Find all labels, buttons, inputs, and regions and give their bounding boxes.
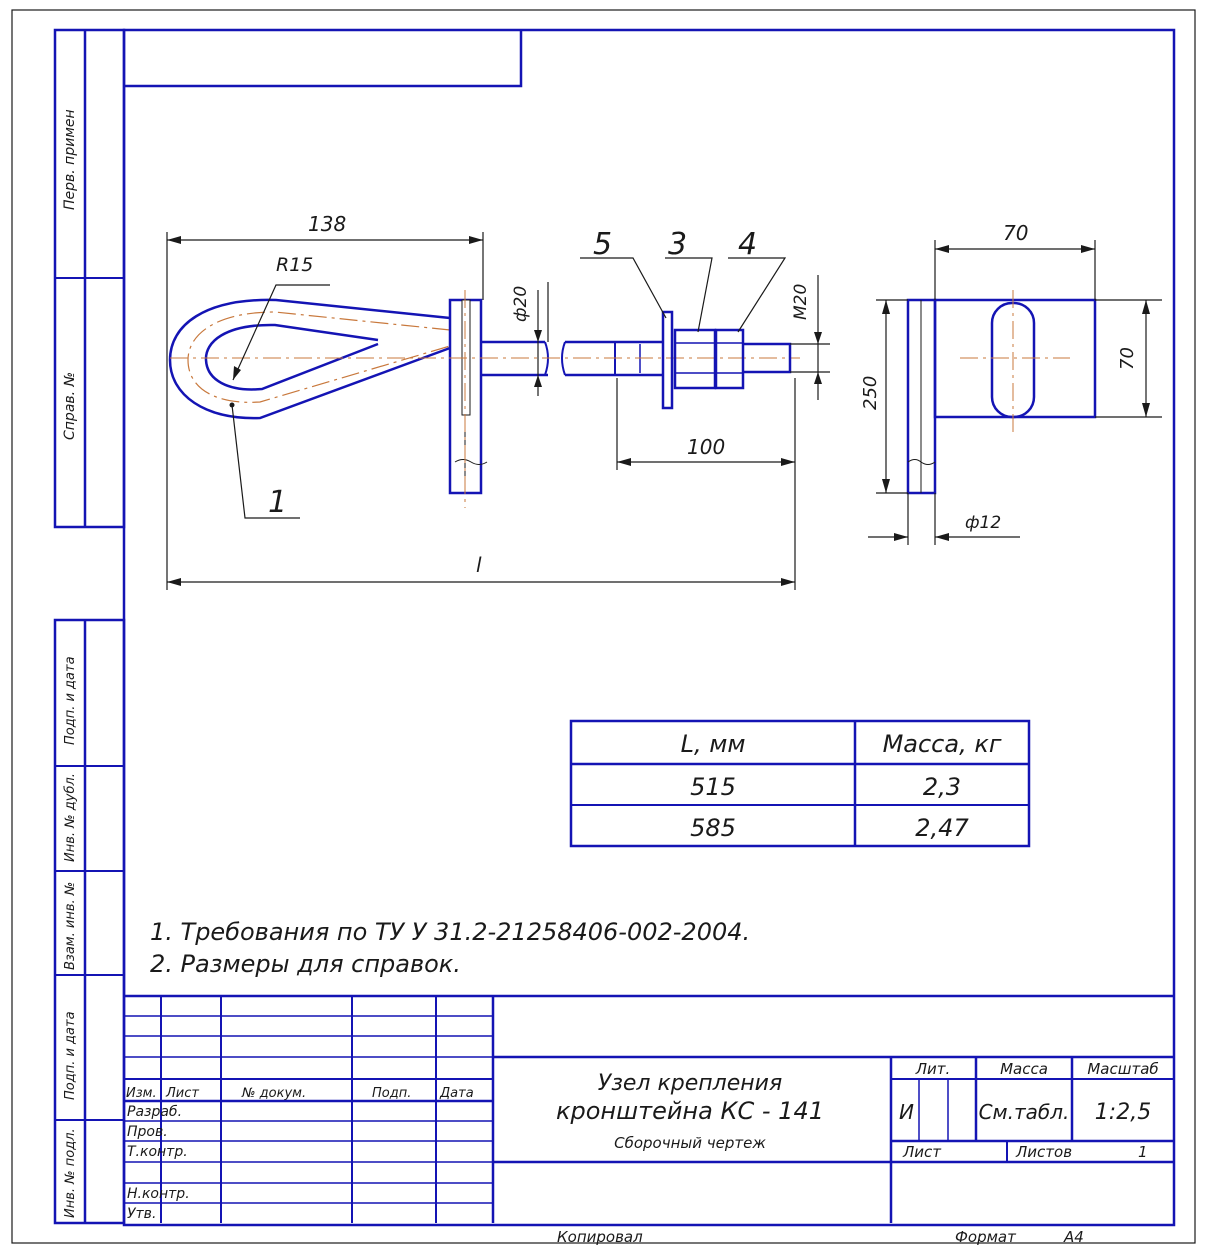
leader-1-label: 1 (268, 485, 287, 520)
rod (481, 340, 548, 377)
dim-70-side-label: 70 (1117, 347, 1138, 370)
eye-inner-contour (204, 323, 379, 391)
tb-lit-value: И (899, 1100, 914, 1124)
drawing-title-line1: Узел крепления (598, 1071, 782, 1096)
side-label-perv: Перв. примен (62, 109, 78, 210)
tb-lit-header: Лит. (915, 1060, 951, 1078)
dim-phi20-label: ф20 (511, 286, 531, 322)
mass-table-cell: 2,3 (923, 773, 961, 801)
dim-250-label: 250 (860, 376, 881, 410)
mass-table-header-mass: Масса, кг (883, 730, 1002, 758)
eye-bolt-view: 138 R15 ф20 M20 100 l 1 5 (166, 212, 830, 590)
nut-3 (673, 328, 717, 390)
dim-100-label: 100 (687, 435, 725, 459)
outer-frame (11, 9, 1196, 1244)
tb-col-list: Лист (165, 1086, 199, 1101)
mass-table-cell: 585 (690, 814, 736, 842)
leader-5-label: 5 (593, 227, 612, 262)
tb-sheet-label: Лист (902, 1143, 942, 1161)
side-label-sprav: Справ. № (62, 372, 78, 440)
tb-col-izm: Изм. (126, 1086, 157, 1101)
leader-3-label: 3 (668, 227, 687, 262)
tb-mass-value: См.табл. (979, 1100, 1070, 1124)
dim-70-top-label: 70 (1003, 221, 1028, 245)
side-label-inv-podl: Инв. № подл. (63, 1128, 78, 1218)
eye-outer-contour (168, 298, 451, 420)
dim-138-label: 138 (308, 212, 346, 236)
washer-5 (661, 310, 674, 410)
tb-col-docnum: № докум. (241, 1086, 306, 1101)
footer-format-value: А4 (1063, 1228, 1084, 1246)
plate-views: 70 70 250 ф12 (860, 221, 1162, 545)
dim-l-label: l (476, 553, 482, 577)
tb-sheets-label: Листов (1015, 1143, 1072, 1161)
footer-copied: Копировал (557, 1228, 643, 1246)
tb-col-data: Дата (439, 1086, 474, 1101)
title-block: Изм. Лист № докум. Подп. Дата Разраб. Пр… (124, 994, 1174, 1223)
main-frame (122, 28, 1176, 1227)
tb-role-utv: Утв. (127, 1206, 156, 1222)
dim-m20-label: M20 (791, 284, 811, 320)
side-label-inv-dubl: Инв. № дубл. (63, 773, 78, 862)
side-label-podp-2: Подп. и дата (63, 1011, 78, 1100)
eye-axis (187, 311, 451, 403)
dim-r15-label: R15 (276, 254, 313, 276)
note-2: 2. Размеры для справок. (150, 950, 461, 978)
footer-format-label: Формат (955, 1228, 1017, 1246)
nut-4 (714, 328, 745, 390)
drawing-subtitle: Сборочный чертеж (614, 1134, 766, 1152)
tb-mass-header: Масса (1000, 1060, 1048, 1078)
top-left-box (124, 30, 523, 88)
side-label-vzam: Взам. инв. № (63, 882, 78, 970)
tb-role-razrab: Разраб. (127, 1104, 182, 1120)
leader-4-label: 4 (738, 227, 757, 262)
mass-table-header-l: L, мм (681, 730, 746, 758)
mass-table-cell: 2,47 (915, 814, 969, 842)
mass-table: L, мм Масса, кг 515 2,3 585 2,47 (569, 719, 1031, 848)
tb-role-nkontr: Н.контр. (127, 1186, 190, 1202)
tb-scale-value: 1:2,5 (1095, 1100, 1151, 1125)
tb-col-podp: Подп. (372, 1086, 411, 1101)
dim-phi12-label: ф12 (965, 513, 1001, 533)
tb-role-tkontr: Т.контр. (127, 1144, 188, 1160)
drawing-title-line2: кронштейна КС - 141 (556, 1097, 824, 1125)
technical-notes: 1. Требования по ТУ У 31.2-21258406-002-… (150, 918, 750, 978)
tb-role-prov: Пров. (127, 1124, 168, 1140)
tb-sheets-value: 1 (1138, 1143, 1148, 1161)
tb-scale-header: Масштаб (1087, 1060, 1158, 1078)
side-strip-upper: Перв. примен Справ. № (53, 28, 126, 529)
mass-table-cell: 515 (690, 773, 736, 801)
side-label-podp-1: Подп. и дата (63, 656, 78, 745)
note-1: 1. Требования по ТУ У 31.2-21258406-002-… (150, 918, 750, 946)
side-strip-lower: Подп. и дата Инв. № дубл. Взам. инв. № П… (53, 618, 126, 1225)
